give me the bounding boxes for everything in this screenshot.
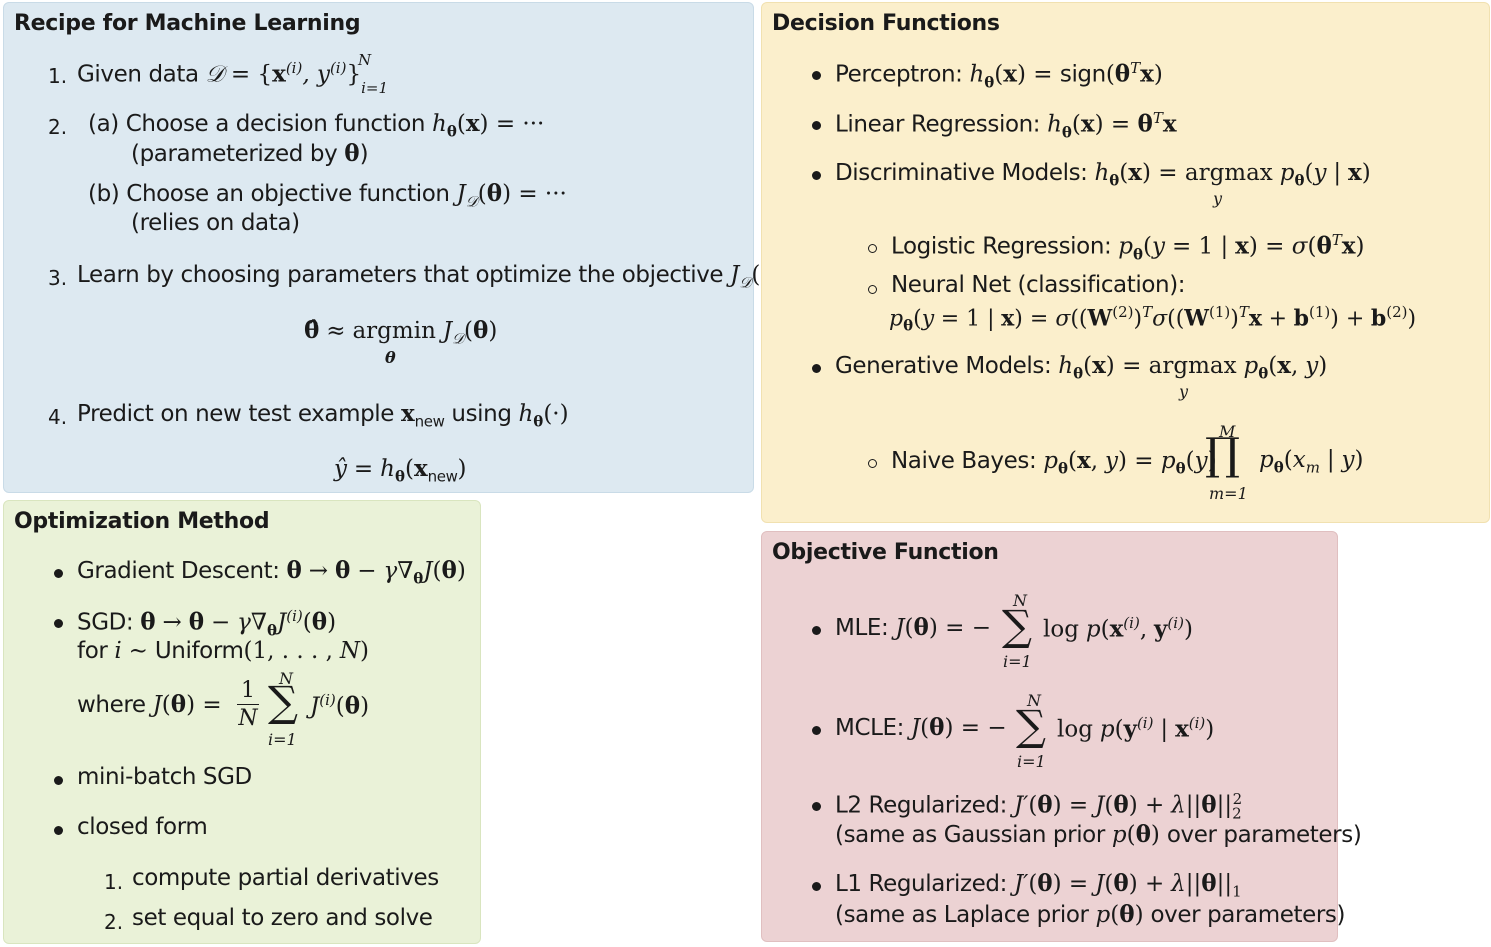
step-4-text: Predict on new test example [77,401,395,427]
step-number-2: 2. [48,115,68,139]
neural-net-equation: pθ(y = 1 | x) = σ((W(2))Tσ((W(1))Tx + b(… [889,303,1417,335]
sum-operator: ∑ [268,677,298,726]
generative-models-item: Generative Models: hθ(x) = argmax pθ(x, … [835,352,1328,383]
recipe-title: Recipe for Machine Learning [14,11,361,36]
mle-item: MLE: J(θ) = − [835,614,991,641]
circle-bullet-icon [868,459,877,468]
closed-form-step-number-1: 1. [104,870,124,894]
mcle-term: log p(y(i) | x(i)) [1057,714,1215,743]
l1-regularized-item: L1 Regularized: J′(θ) = J(θ) + λ||θ||1 [835,870,1242,901]
step-3: Learn by choosing parameters that optimi… [77,261,785,292]
product-operator: ∏ [1205,429,1241,480]
bullet-icon [812,364,821,373]
bullet-icon [812,882,821,891]
discriminative-models-item: Discriminative Models: hθ(x) = argmax pθ… [835,159,1371,190]
sum-operator: ∑ [1002,601,1032,650]
step-number-1: 1. [48,64,68,88]
bullet-icon [54,569,63,578]
closed-form-step-1: compute partial derivatives [132,865,439,891]
bullet-icon [54,776,63,785]
bullet-icon [812,71,821,80]
circle-bullet-icon [868,285,877,294]
step-3-equation: θ̂ ≈ argmin J𝒟(θ) [304,317,498,348]
sum-lower-limit: i=1 [268,730,297,749]
sgd-item: SGD: θ → θ − γ∇θJ(i)(θ) [77,607,337,640]
perceptron-item: Perceptron: hθ(x) = sign(θTx) [835,59,1163,92]
l2-regularized-item: L2 Regularized: J′(θ) = J(θ) + λ||θ||22 [835,790,1243,823]
step-4-equation: ŷ = hθ(xnew) [334,455,467,486]
l1-note: (same as Laplace prior p(θ) over paramet… [835,901,1346,928]
step-1-text: Given data [77,61,199,88]
sum-upper-limit: N [1013,591,1027,610]
step-2b-note: (relies on data) [131,210,300,236]
objective-title: Objective Function [772,540,999,565]
optimization-title: Optimization Method [14,509,270,534]
naive-bayes-term: pθ(xm | y) [1259,447,1364,477]
sgd-for-line: for i ∼ Uniform(1, . . . , N) [77,638,369,664]
decision-title: Decision Functions [772,11,1000,36]
product-lower-limit: m=1 [1209,484,1248,503]
mini-batch-item: mini-batch SGD [77,764,252,790]
step-2a-label: (a) [88,111,119,137]
step-2b-label: (b) [88,181,120,207]
bullet-icon [812,802,821,811]
step-1: Given data 𝒟 = {x(i), y(i)}i=1N [77,51,389,98]
step-3-text: Learn by choosing parameters that optimi… [77,262,724,288]
linear-regression-item: Linear Regression: hθ(x) = θTx [835,109,1177,142]
bullet-icon [54,619,63,628]
sum-lower-limit: i=1 [1003,652,1032,671]
naive-bayes-item: Naive Bayes: pθ(x, y) = pθ(y) [891,447,1217,478]
sgd-sum-term: J(i)(θ) [310,691,370,720]
optimization-method-panel: Optimization Method Gradient Descent: θ … [3,500,481,944]
logistic-regression-item: Logistic Regression: pθ(y = 1 | x) = σ(θ… [891,231,1365,264]
l2-note: (same as Gaussian prior p(θ) over parame… [835,821,1362,848]
sum-operator: ∑ [1016,701,1046,750]
objective-function-panel: Objective Function MLE: J(θ) = − ∑ N i=1… [761,531,1362,942]
step-2a-note: (parameterized by θ) [131,140,369,167]
bullet-icon [812,171,821,180]
step-2a: (a) Choose a decision function hθ(x) = ·… [88,110,545,141]
closed-form-step-number-2: 2. [104,910,124,934]
step-2b: (b) Choose an objective function J𝒟(θ) =… [88,180,567,211]
decision-functions-panel: Decision Functions Perceptron: hθ(x) = s… [761,2,1490,523]
step-4: Predict on new test example xnew using h… [77,400,569,431]
sgd-where-line: where J(θ) = [77,691,222,718]
product-upper-limit: M [1219,422,1236,441]
sum-upper-limit: N [279,669,293,688]
bullet-icon [54,826,63,835]
argmax-subscript: y [1213,189,1223,208]
step-2b-text: Choose an objective function [126,181,450,207]
bullet-icon [812,121,821,130]
circle-bullet-icon [868,244,877,253]
sum-lower-limit: i=1 [1017,752,1046,771]
sum-upper-limit: N [1027,691,1041,710]
bullet-icon [812,626,821,635]
step-2a-text: Choose a decision function [125,111,426,137]
step-number-4: 4. [48,405,68,429]
closed-form-step-2: set equal to zero and solve [132,905,433,931]
mle-term: log p(x(i), y(i)) [1043,614,1193,643]
closed-form-item: closed form [77,814,208,840]
argmin-subscript: θ [385,348,396,367]
step-number-3: 3. [48,266,68,290]
mcle-item: MCLE: J(θ) = − [835,714,1007,741]
bullet-icon [812,726,821,735]
argmax-subscript: y [1179,382,1189,401]
recipe-panel: Recipe for Machine Learning 1. Given dat… [3,2,785,493]
gradient-descent-item: Gradient Descent: θ → θ − γ∇θJ(θ) [77,557,466,588]
neural-net-item: Neural Net (classification): [891,272,1186,298]
